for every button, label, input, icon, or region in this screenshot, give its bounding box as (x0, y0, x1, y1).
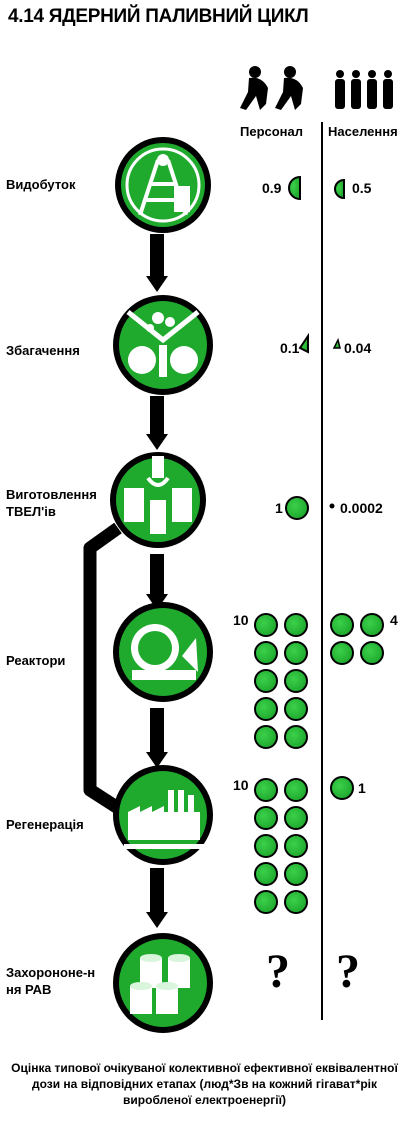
dose-unknown-waste-population: ? (336, 945, 360, 998)
dose-value-reactor-population: 4 (390, 612, 398, 628)
people-icon (335, 70, 393, 109)
stage-label-regeneration: Регенерація (6, 817, 84, 832)
dose-mark-mining-personnel (288, 175, 301, 201)
fuel-rod-crane-icon (110, 452, 206, 548)
dose-mark-fabrication-population (329, 503, 335, 509)
stage-label-concentration: Збагачення (6, 343, 80, 358)
mine-headframe-icon (115, 137, 211, 233)
dose-markers-personnel (254, 175, 309, 914)
recycle-bracket (83, 522, 122, 814)
dose-value-reactor-personnel: 10 (233, 612, 249, 628)
dose-value-concentration-personnel: 0.1 (280, 340, 300, 356)
page-title: 4.14 ЯДЕРНИЙ ПАЛИВНИЙ ЦИКЛ (8, 6, 309, 27)
dose-mark-fabrication-personnel (285, 496, 309, 520)
dose-value-regeneration-personnel: 10 (233, 777, 249, 793)
stage-label-reactors: Реактори (6, 653, 66, 668)
stage-connectors (146, 234, 168, 928)
stage-label-mining: Видобуток (6, 177, 76, 192)
workers-icon (240, 66, 303, 110)
dose-value-fabrication-population: 0.0002 (340, 500, 383, 516)
dose-marks-reactor-personnel (254, 613, 308, 749)
figure-caption: Оцінка типової очікуваної колективної еф… (11, 1061, 398, 1107)
column-header-population: Населення (328, 124, 398, 139)
stage-label-fabrication: Виготовлення ТВЕЛ'ів (6, 487, 97, 519)
dose-value-concentration-population: 0.04 (344, 340, 372, 356)
dose-mark-concentration-personnel (298, 332, 309, 354)
dose-mark-regeneration-population (330, 776, 354, 800)
dose-value-mining-population: 0.5 (352, 180, 372, 196)
ore-concentration-icon (113, 295, 213, 395)
reactor-icon (113, 602, 213, 702)
dose-marks-reactor-population (330, 613, 384, 665)
waste-barrels-icon (113, 933, 213, 1033)
dose-markers-population (329, 178, 384, 800)
dose-marks-regeneration-personnel (254, 778, 308, 914)
reprocessing-plant-icon (113, 765, 213, 865)
dose-value-fabrication-personnel: 1 (275, 500, 283, 516)
column-header-personnel: Персонал (240, 124, 304, 139)
dose-value-regeneration-population: 1 (358, 780, 366, 796)
dose-mark-concentration-population (332, 337, 341, 349)
stage-label-waste-disposal: Захорононе-ння РАВ (6, 965, 96, 997)
dose-mark-mining-population (334, 178, 345, 200)
dose-value-mining-personnel: 0.9 (262, 180, 282, 196)
dose-unknown-waste-personnel: ? (266, 945, 290, 998)
